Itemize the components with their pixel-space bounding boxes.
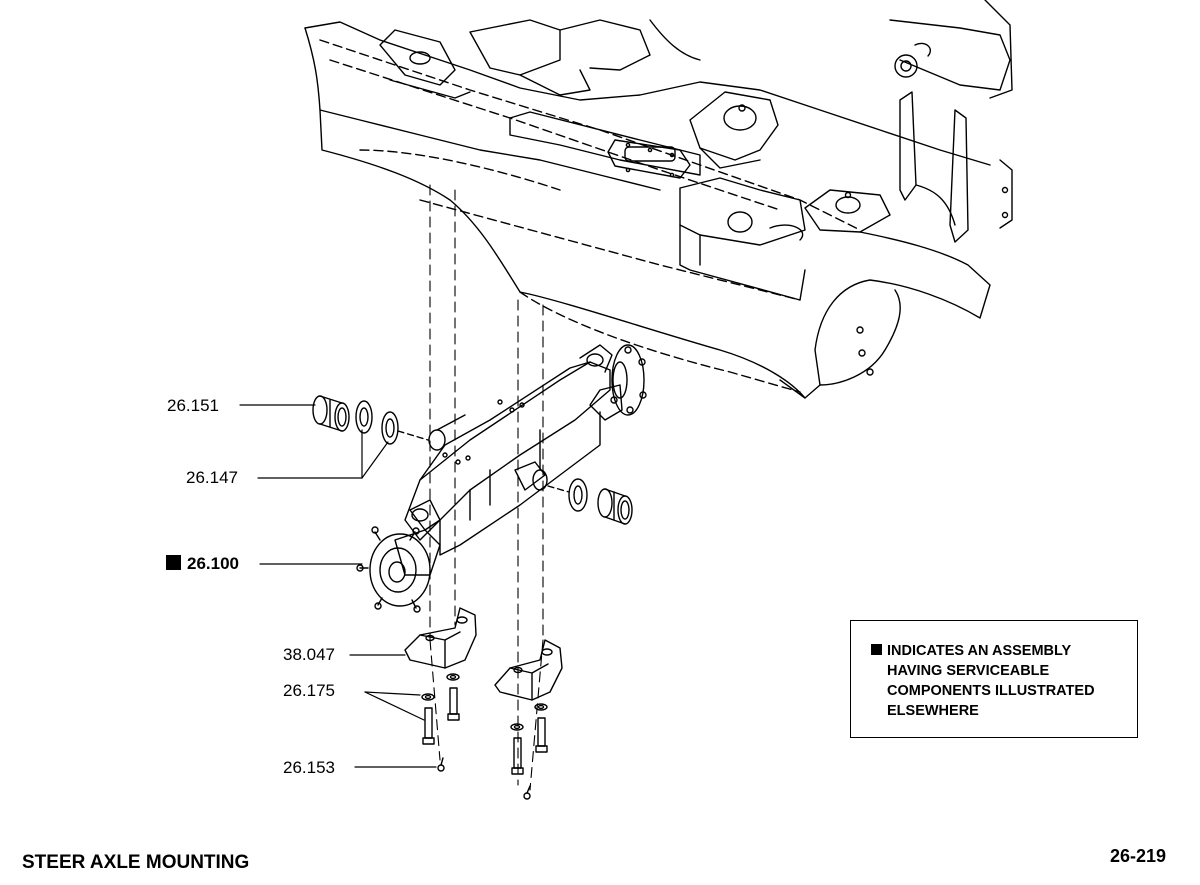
- thrust-washers-left: [355, 400, 429, 445]
- note-line-4: ELSEWHERE: [887, 703, 979, 719]
- note-line-2: HAVING SERVICEABLE: [887, 663, 1050, 679]
- note-line-3: COMPONENTS ILLUSTRATED: [887, 683, 1095, 699]
- pivot-bushing-right: [597, 488, 633, 525]
- mounting-block-right: [494, 639, 563, 701]
- note-line-1-text: INDICATES AN ASSEMBLY: [887, 643, 1072, 659]
- callout-26-151: 26.151: [167, 396, 219, 415]
- callout-26-100: 26.100: [166, 554, 239, 574]
- pivot-bushing-left: [312, 395, 350, 432]
- figure-title: STEER AXLE MOUNTING: [22, 852, 250, 873]
- assembly-marker-square: [871, 644, 882, 655]
- leader-lines: [239, 404, 437, 768]
- grease-fittings: [437, 757, 531, 800]
- note-line-1: INDICATES AN ASSEMBLY: [871, 641, 1123, 661]
- callout-26-153: 26.153: [283, 758, 335, 777]
- thrust-washer-right: [547, 478, 588, 512]
- assembly-legend-note: INDICATES AN ASSEMBLY HAVING SERVICEABLE…: [850, 620, 1138, 738]
- callout-38-047: 38.047: [283, 645, 335, 664]
- assembly-marker-square: [166, 555, 181, 570]
- steer-axle: [356, 344, 647, 613]
- bolts-and-washers: [421, 673, 548, 775]
- page-number: 26-219: [1110, 846, 1167, 866]
- frame-assembly: [304, 0, 1013, 399]
- callout-26-175: 26.175: [283, 681, 335, 700]
- callout-26-100-text: 26.100: [187, 554, 239, 573]
- mounting-block-left: [404, 607, 477, 669]
- alignment-lines: [429, 184, 544, 791]
- callout-26-147: 26.147: [186, 468, 238, 487]
